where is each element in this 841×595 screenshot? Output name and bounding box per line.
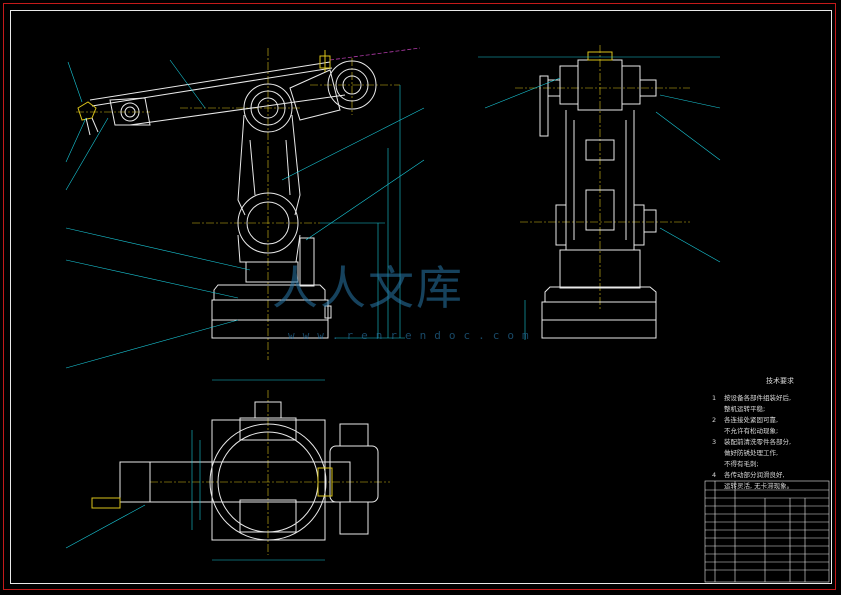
magenta-line: [329, 47, 421, 61]
note-text: 装配前清洗零件各部分,: [724, 438, 792, 446]
note-text: 不允许有松动现象;: [724, 427, 779, 435]
outer-frame: [3, 3, 836, 590]
side-leaders: [478, 56, 721, 340]
shoulder-joint: [237, 192, 315, 287]
note-number: 2: [712, 416, 717, 424]
note-text: 运转灵活, 无卡滞现象。: [724, 482, 794, 490]
note-text: 各传动部分润滑良好,: [724, 471, 785, 479]
note-item: 2 各连接处紧固可靠, 不允许有松动现象;: [712, 415, 832, 437]
elbow-joint: [289, 60, 377, 121]
technical-requirements: 技术要求 1 按设备各部件组装好后, 整机运转平稳; 2 各连接处紧固可靠, 不允许…: [712, 376, 832, 492]
gripper: [77, 101, 99, 136]
main-link: [237, 83, 301, 216]
notes-title: 技术要求: [766, 377, 794, 385]
front-view-center-lines: [76, 48, 400, 360]
front-leaders: [65, 59, 425, 369]
note-number: 3: [712, 438, 717, 446]
note-text: 各连接处紧固可靠,: [724, 416, 779, 424]
note-text: 做好防锈处理工作,: [724, 449, 779, 457]
top-dimensions: [65, 379, 325, 561]
top-view-center-lines: [150, 390, 390, 555]
side-view-center-lines: [515, 45, 690, 310]
note-number: 1: [712, 394, 717, 402]
front-base: [211, 261, 332, 339]
top-view: [91, 390, 390, 555]
drawing-border: [10, 10, 832, 584]
note-item: 4 各传动部分润滑良好, 运转灵活, 无卡滞现象。: [712, 470, 832, 492]
top-bolt: [319, 50, 331, 72]
note-text: 按设备各部件组装好后,: [724, 394, 792, 402]
front-view: [76, 47, 421, 360]
note-item: 3 装配前清洗零件各部分, 做好防锈处理工作, 不得有毛刺;: [712, 437, 832, 470]
front-dimensions: [320, 85, 405, 339]
upper-arm: [89, 61, 346, 126]
title-block: [704, 480, 830, 583]
note-text: 不得有毛刺;: [724, 460, 759, 468]
note-item: 1 按设备各部件组装好后, 整机运转平稳;: [712, 393, 832, 415]
note-text: 整机运转平稳;: [724, 405, 766, 413]
note-number: 4: [712, 471, 717, 479]
side-view: [515, 45, 690, 339]
